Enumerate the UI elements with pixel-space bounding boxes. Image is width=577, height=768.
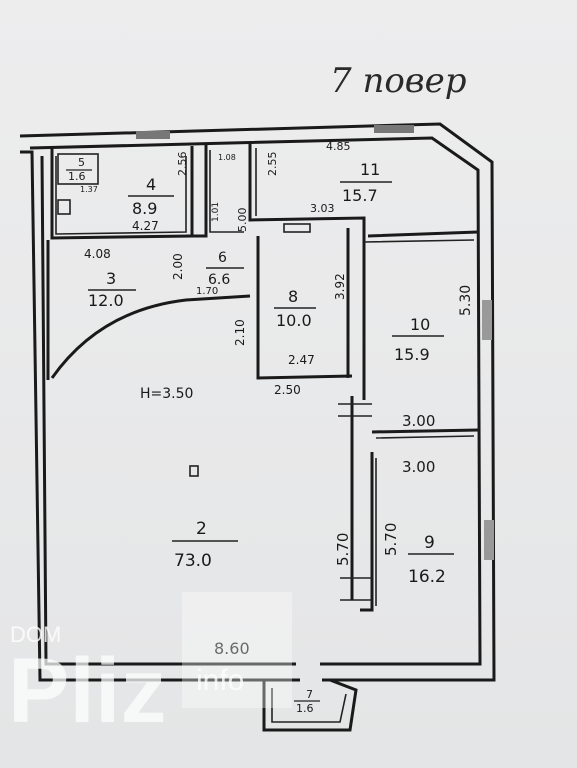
dim-3-92: 3.92	[333, 273, 347, 300]
room-area-5: 1.6	[68, 170, 86, 183]
room-area-3: 12.0	[88, 291, 124, 310]
room-number-5: 5	[78, 156, 85, 169]
closet-fixture	[57, 199, 71, 215]
dim-4-85: 4.85	[326, 140, 351, 153]
balcony-wall-inner	[271, 688, 347, 723]
room-number-10: 10	[410, 315, 430, 334]
room-area-10: 15.9	[394, 345, 430, 364]
dim-8-60: 8.60	[214, 639, 250, 658]
interior-wall	[46, 142, 479, 612]
watermark-box	[182, 592, 292, 708]
dim-2-00: 2.00	[171, 253, 185, 280]
dim-5-30: 5.30	[458, 285, 474, 316]
dim-5-70-right: 5.70	[382, 523, 400, 556]
dim-3-03: 3.03	[310, 202, 335, 215]
room-number-7: 7	[306, 688, 313, 701]
room-area-7: 1.6	[296, 702, 314, 715]
dim-3-00-top: 3.00	[402, 412, 435, 430]
room-number-9: 9	[424, 533, 435, 553]
dim-1-37: 1.37	[80, 185, 98, 194]
room-area-11: 15.7	[342, 186, 378, 205]
column-marker	[189, 465, 199, 477]
header-note: 7 повер	[330, 61, 466, 101]
watermark-sub: info	[196, 664, 244, 697]
window-mark	[484, 520, 494, 560]
ceiling-height: H=3.50	[140, 386, 193, 402]
room-area-9: 16.2	[408, 567, 446, 587]
dim-1-01: 1.01	[211, 202, 221, 222]
dim-2-56: 2.56	[176, 152, 189, 177]
closet-5	[57, 153, 99, 185]
door-marks	[338, 403, 372, 601]
dim-5-70-left: 5.70	[334, 533, 352, 566]
outer-wall	[19, 122, 496, 682]
dim-4-08: 4.08	[84, 247, 111, 261]
dim-1-08: 1.08	[218, 153, 236, 162]
room-number-11: 11	[360, 160, 380, 179]
dim-1-70: 1.70	[196, 286, 218, 297]
watermark-prefix: DOM	[10, 622, 61, 647]
room-area-2: 73.0	[174, 551, 212, 571]
room-number-6: 6	[218, 250, 227, 266]
interior-wall-thin	[55, 148, 475, 606]
vent-block	[283, 223, 311, 233]
dim-5-00: 5.00	[236, 208, 249, 233]
window-mark	[482, 300, 492, 340]
dim-4-27: 4.27	[132, 219, 159, 233]
balcony-wall	[262, 678, 358, 732]
dim-2-10: 2.10	[233, 319, 247, 346]
room-number-4: 4	[146, 175, 156, 194]
watermark-logo: Pliz	[8, 640, 166, 742]
room-number-2: 2	[196, 519, 207, 539]
room-area-6: 6.6	[208, 272, 230, 288]
dim-2-47: 2.47	[288, 353, 315, 367]
room-area-4: 8.9	[132, 199, 157, 218]
room-number-3: 3	[106, 269, 116, 288]
window-mark	[136, 131, 170, 139]
outer-wall-inner	[29, 136, 482, 666]
window-mark	[374, 125, 414, 133]
dim-2-50: 2.50	[274, 383, 301, 397]
room-number-8: 8	[288, 287, 298, 306]
dim-3-00-bottom: 3.00	[402, 458, 435, 476]
room-area-8: 10.0	[276, 311, 312, 330]
dim-2-55: 2.55	[266, 152, 279, 177]
